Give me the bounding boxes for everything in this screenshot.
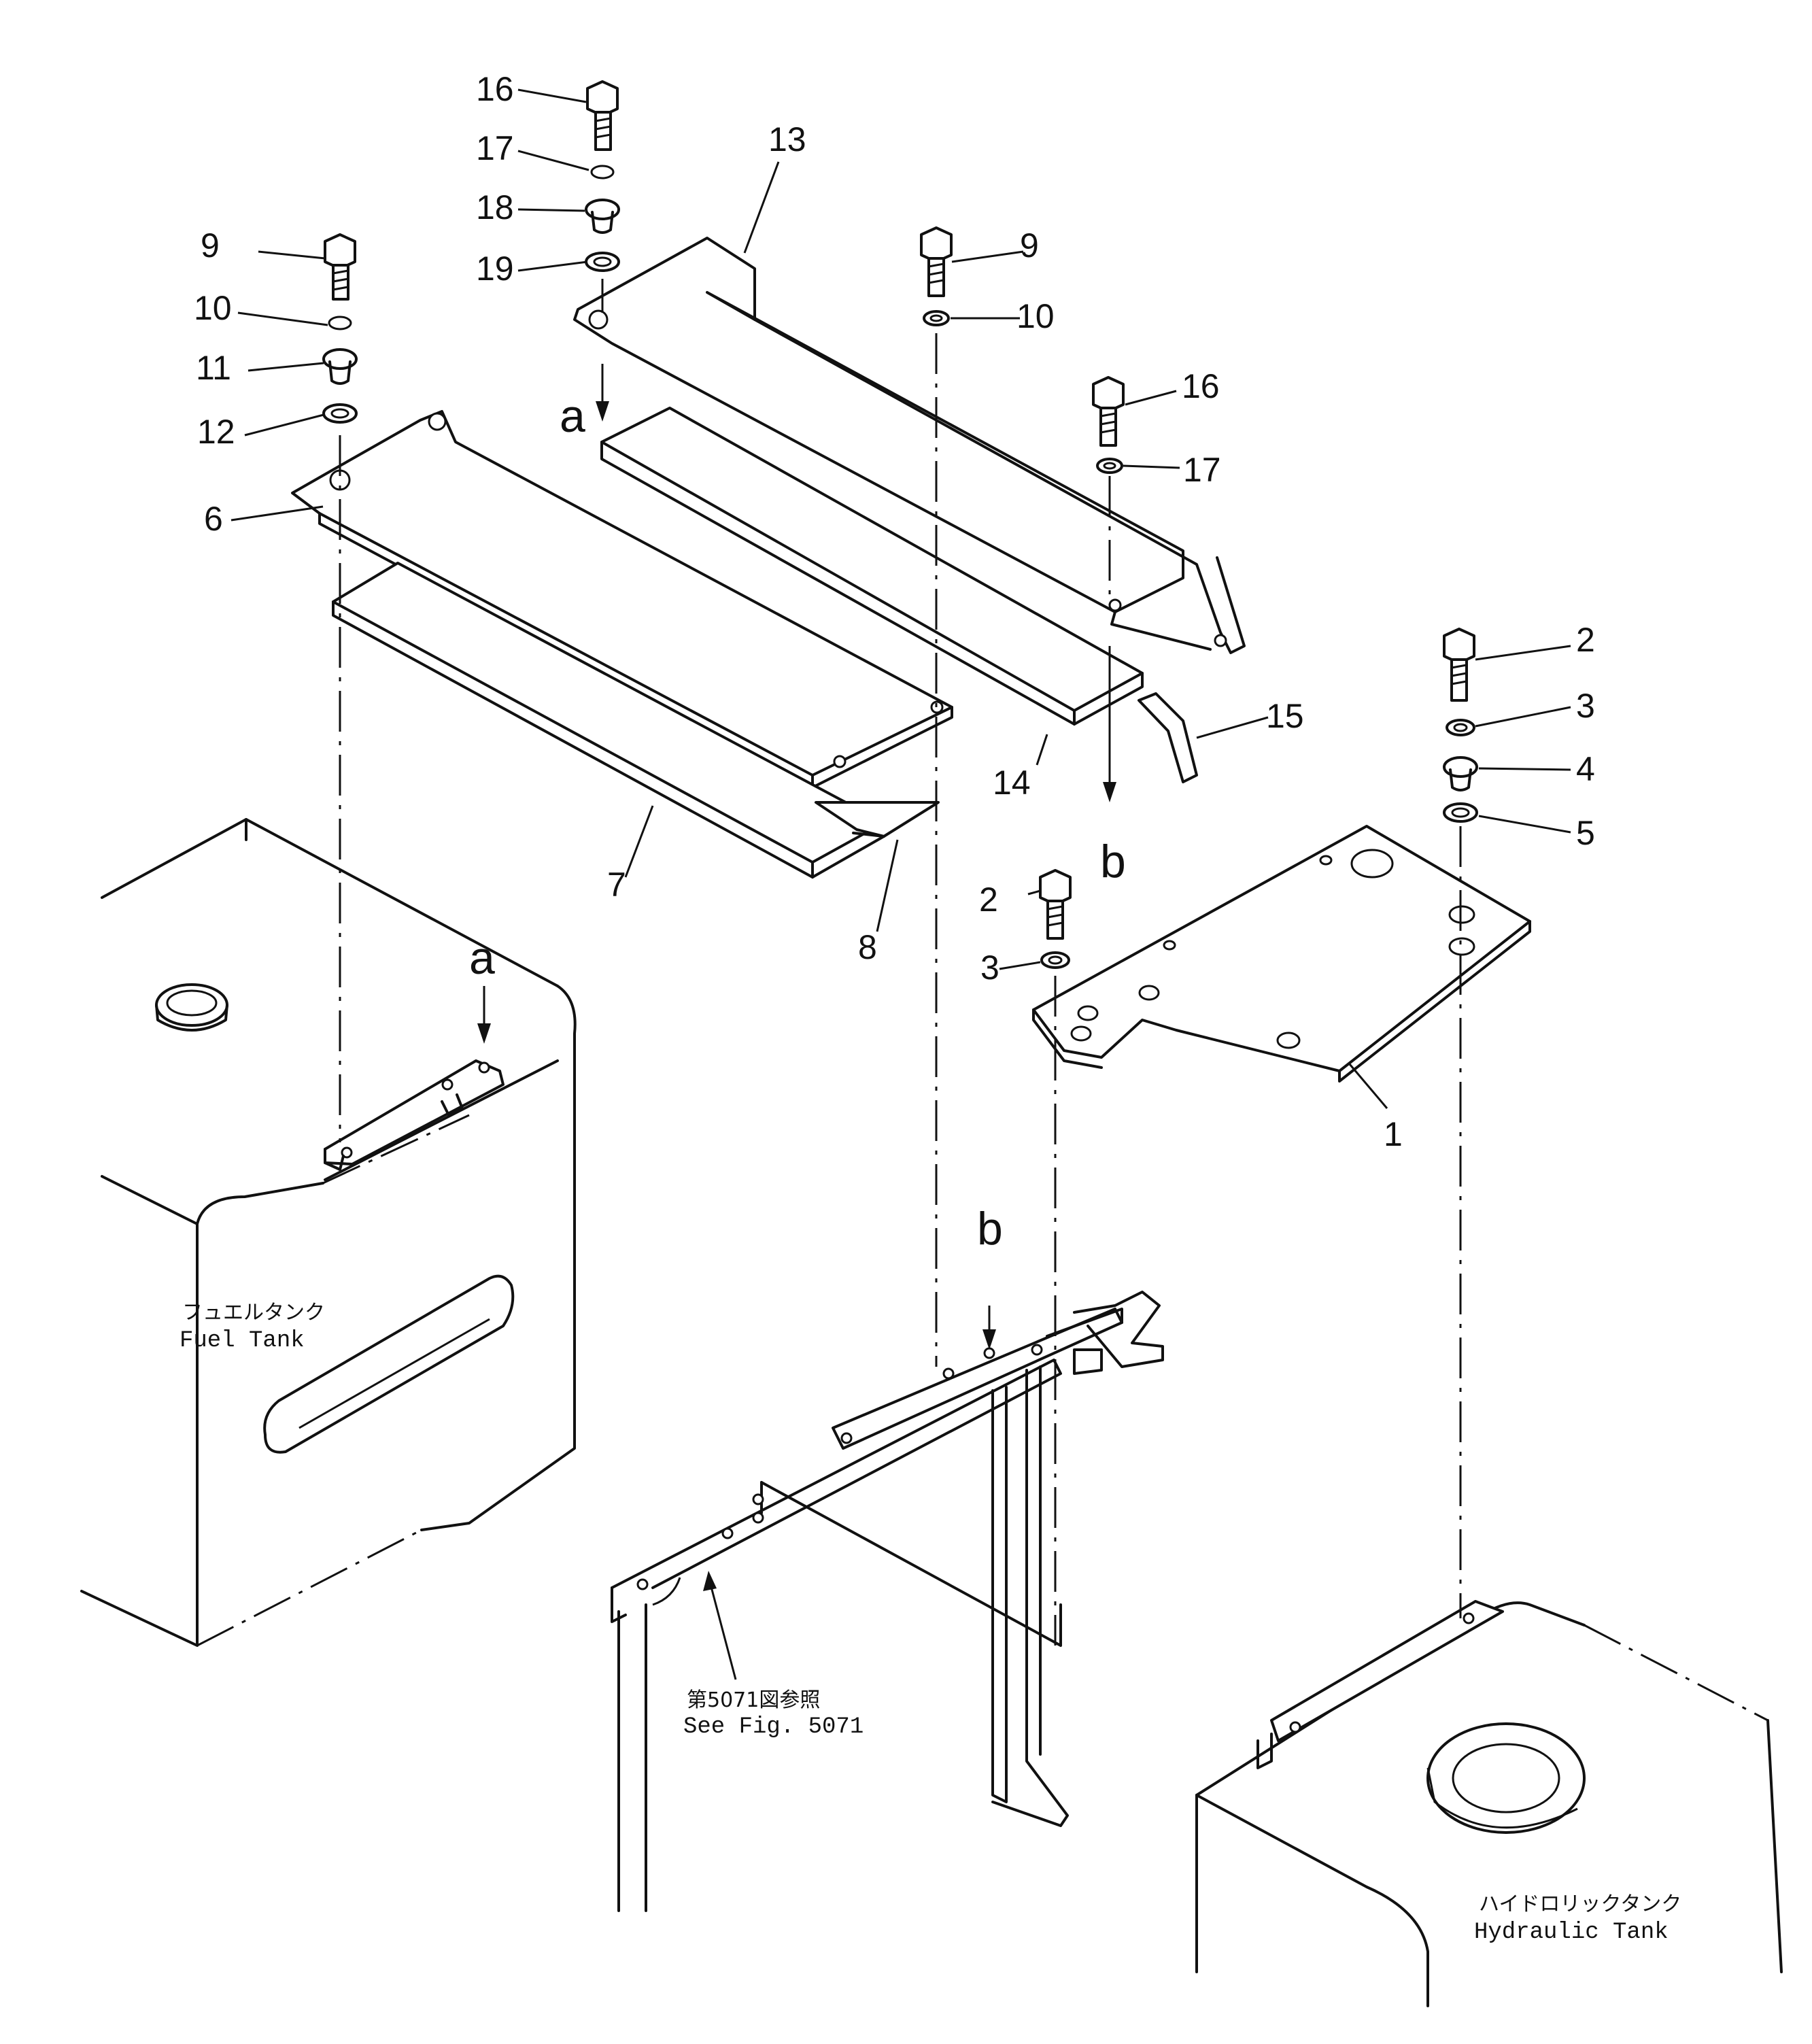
washer-4 (1443, 756, 1478, 791)
cover-13 (573, 237, 1246, 654)
bolt-16-right (1092, 376, 1125, 447)
see-fig-label-jp: 第5071図参照 (687, 1688, 820, 1712)
callout-7: 7 (607, 866, 626, 904)
callout-5: 5 (1576, 814, 1595, 852)
washer-3-right (1446, 719, 1475, 736)
marker-b-mid: b (1100, 836, 1126, 887)
callout-2-middle: 2 (979, 881, 998, 919)
washer-19 (585, 252, 620, 272)
leader-lines (230, 88, 1571, 1109)
callout-14: 14 (993, 764, 1031, 802)
pad-15 (1138, 692, 1198, 783)
callout-16-top: 16 (476, 70, 514, 108)
callout-10-right: 10 (1016, 297, 1055, 335)
callout-6: 6 (204, 500, 223, 538)
washer-10-right (923, 310, 950, 326)
marker-b-frame: b (977, 1203, 1003, 1255)
callout-17-top: 17 (476, 129, 514, 167)
see-fig-label-en: See Fig. 5071 (683, 1714, 864, 1740)
washer-17-right (1096, 458, 1123, 474)
pad-8 (815, 801, 940, 838)
hydraulic-tank-label-jp: ハイドロリックタンク (1479, 1892, 1681, 1916)
callout-1: 1 (1384, 1115, 1403, 1153)
bolt-2-middle (1039, 869, 1072, 940)
callout-12: 12 (197, 413, 235, 451)
callout-18: 18 (476, 188, 514, 226)
arrow-b-frame (982, 1306, 996, 1350)
arrow-a-tank (477, 986, 491, 1044)
callout-9-right: 9 (1020, 226, 1039, 265)
fuel-tank: フュエルタンク Fuel Tank (80, 818, 577, 1647)
hydraulic-tank: ハイドロリックタンク Hydraulic Tank (1195, 1600, 1783, 2007)
bolt-2-right (1443, 628, 1475, 702)
washer-12 (322, 403, 358, 424)
fuel-tank-label-en: Fuel Tank (180, 1328, 305, 1354)
alignment-lines (339, 279, 1462, 1646)
callout-16-right: 16 (1182, 367, 1220, 405)
washer-18 (585, 199, 620, 234)
washer-17-top (590, 165, 615, 180)
callout-10-left: 10 (194, 289, 232, 327)
frame (611, 1291, 1164, 1912)
fuel-tank-label-jp: フュエルタンク (182, 1301, 325, 1325)
arrow-a-top (596, 364, 609, 422)
bolt-9-left (324, 233, 356, 301)
washer-11 (322, 348, 358, 385)
bolt-9-right (920, 226, 953, 297)
callout-3-middle: 3 (980, 949, 999, 987)
pad-14 (600, 407, 1144, 726)
callout-9-left: 9 (201, 226, 220, 265)
bolt-16-top (586, 80, 619, 151)
callout-3-right: 3 (1576, 687, 1595, 725)
washer-3-middle (1040, 951, 1070, 969)
callout-11: 11 (196, 349, 231, 387)
cover-plate-1 (1032, 825, 1531, 1083)
washer-10-left (328, 316, 352, 330)
marker-a-top: a (560, 390, 585, 442)
washer-5 (1443, 802, 1478, 823)
arrow-b-mid (1103, 646, 1116, 802)
callout-15: 15 (1266, 697, 1304, 735)
callout-13: 13 (768, 120, 806, 158)
arrow-see-fig (703, 1571, 737, 1680)
callout-19: 19 (476, 250, 514, 288)
marker-a-tank: a (469, 932, 495, 984)
callout-2-right: 2 (1576, 621, 1595, 659)
callout-8: 8 (858, 928, 877, 966)
callout-17-right: 17 (1183, 451, 1221, 489)
callout-4: 4 (1576, 750, 1595, 788)
hydraulic-tank-label-en: Hydraulic Tank (1474, 1920, 1669, 1945)
